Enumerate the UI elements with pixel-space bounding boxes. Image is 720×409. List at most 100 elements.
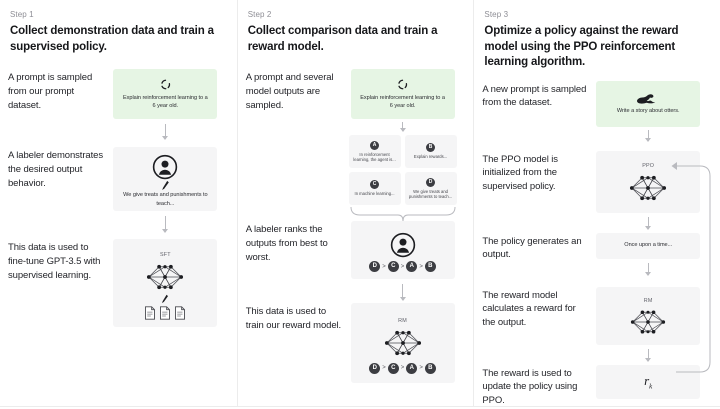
neural-network-icon: [627, 306, 669, 338]
ppo-model-box: PPO: [596, 150, 701, 213]
step-3-art-3: Once upon a time...: [586, 232, 710, 276]
step-3-row-3: The policy generates an output. Once upo…: [482, 232, 710, 287]
document-icon: [159, 305, 171, 320]
output-badge-c: C: [370, 180, 380, 190]
step-2-column: Step 2 Collect comparison data and train…: [236, 0, 474, 407]
rank-badge-3: A: [406, 261, 418, 273]
ranking-row-labeler: D > C > A > B: [369, 261, 436, 273]
output-text-a: In reinforcement learning, the agent is.…: [353, 151, 396, 163]
arrow-down-6: [645, 216, 652, 230]
step-1-row-3: This data is used to fine-tune GPT-3.5 w…: [8, 239, 227, 334]
step-2-art-1: Explain reinforcement learning to a 6 ye…: [342, 69, 464, 234]
arrow-down-2: [162, 216, 169, 234]
neural-network-icon: [381, 326, 425, 360]
ranking-row-rm: D > C > A > B: [369, 362, 436, 374]
step-3-rows: A new prompt is sampled from the dataset…: [482, 80, 710, 409]
rm-model-label: RM: [643, 297, 653, 304]
rank-badge-2: C: [387, 362, 399, 374]
step-1-art-1: Explain reinforcement learning to a 6 ye…: [104, 69, 227, 141]
prompt-text-step3: Write a story about otters.: [616, 108, 680, 115]
rank-badge-1: D: [369, 261, 381, 273]
otter-icon: [635, 91, 661, 105]
arrow-down-3: [399, 122, 406, 133]
rank-separator: >: [419, 263, 423, 270]
output-text-d: We give treats and punishments to teach.…: [408, 188, 453, 200]
rank-badge-1: D: [369, 362, 381, 374]
step-2-art-3: RM: [342, 303, 464, 384]
prompt-text-step2: Explain reinforcement learning to a 6 ye…: [360, 94, 445, 110]
prompt-box-step1: Explain reinforcement learning to a 6 ye…: [113, 69, 218, 120]
person-icon: [390, 232, 416, 258]
prompt-text-step1: Explain reinforcement learning to a 6 ye…: [122, 94, 208, 110]
labeler-rank-box: D > C > A > B: [350, 221, 455, 280]
step-1-row-2: A labeler demonstrates the desired outpu…: [8, 147, 227, 239]
output-text-b: Explain rewards...: [413, 154, 448, 160]
step-3-art-4: RM: [586, 286, 710, 362]
step-1-caption-2: A labeler demonstrates the desired outpu…: [8, 150, 103, 189]
step-1-title: Collect demonstration data and train a s…: [10, 25, 214, 53]
step-2-caption-2: A labeler ranks the outputs from best to…: [245, 224, 328, 263]
step-1-caption-1: A prompt is sampled from our prompt data…: [8, 72, 93, 111]
arrow-down-8: [645, 348, 652, 362]
step-3-title: Optimize a policy against the reward mod…: [484, 25, 679, 69]
output-text-c: In machine learning...: [354, 191, 395, 197]
step-1-art-3: SFT: [104, 239, 227, 328]
step-3-caption-3: The policy generates an output.: [482, 235, 582, 261]
labeler-box-step1: We give treats and punishments to teach.…: [113, 147, 218, 212]
pencil-icon: [161, 294, 169, 304]
rank-separator: >: [419, 365, 423, 372]
step-3-column: Step 3 Optimize a policy against the rew…: [473, 0, 720, 407]
labeler-text-step1: We give treats and punishments to teach.…: [123, 192, 208, 207]
step-3-caption-5: The reward is used to update the policy …: [482, 367, 578, 407]
step-1-caption-3: This data is used to fine-tune GPT-3.5 w…: [8, 242, 101, 281]
recycle-icon: [396, 78, 409, 91]
rank-badge-4: B: [424, 362, 436, 374]
step-3-art-5: rk: [586, 364, 710, 399]
step-1-rows: A prompt is sampled from our prompt data…: [8, 69, 227, 334]
model-output-a: A In reinforcement learning, the agent i…: [348, 135, 401, 169]
rank-separator: >: [400, 263, 405, 270]
step-1-label: Step 1: [10, 10, 34, 19]
prompt-box-step2: Explain reinforcement learning to a 6 ye…: [350, 69, 455, 120]
prompt-box-step3: Write a story about otters.: [596, 80, 701, 127]
output-badge-d: D: [426, 177, 436, 187]
sft-model-box: SFT: [113, 239, 218, 328]
step-2-row-2: A labeler ranks the outputs from best to…: [246, 221, 464, 303]
step-3-label: Step 3: [484, 10, 509, 19]
output-badge-a: A: [370, 140, 380, 150]
model-outputs-grid: A In reinforcement learning, the agent i…: [348, 135, 457, 206]
step-2-rows: A prompt and several model outputs are s…: [246, 69, 464, 393]
rm-model-box-step2: RM: [350, 303, 455, 384]
step-2-row-3: This data is used to train our reward mo…: [246, 303, 464, 393]
step-2-title: Collect comparison data and train a rewa…: [247, 25, 438, 53]
pencil-icon: [161, 180, 170, 191]
rank-separator: >: [400, 365, 405, 372]
step-3-row-4: The reward model calculates a reward for…: [482, 286, 710, 365]
document-icons: [144, 305, 186, 320]
arrow-down-7: [645, 262, 652, 276]
rank-badge-4: B: [424, 261, 436, 273]
step-2-caption-1: A prompt and several model outputs are s…: [245, 72, 334, 111]
recycle-icon: [159, 78, 172, 91]
step-2-label: Step 2: [247, 10, 272, 19]
ppo-model-label: PPO: [642, 162, 655, 169]
model-output-d: D We give treats and punishments to teac…: [404, 172, 457, 206]
rm-model-label: RM: [398, 317, 407, 324]
step-3-art-2: PPO: [586, 150, 710, 230]
neural-network-icon: [143, 260, 187, 294]
arrow-down-1: [162, 124, 169, 141]
person-icon: [152, 154, 178, 180]
reward-symbol: rk: [644, 373, 652, 391]
output-badge-b: B: [426, 143, 436, 153]
step-3-art-1: Write a story about otters.: [586, 80, 710, 142]
rank-separator: >: [382, 365, 386, 372]
step-2-caption-3: This data is used to train our reward mo…: [245, 306, 342, 331]
step-1-column: Step 1 Collect demonstration data and tr…: [0, 0, 237, 407]
step-3-row-2: The PPO model is initialized from the su…: [482, 150, 710, 233]
rank-badge-3: A: [406, 362, 418, 374]
reward-symbol-subscript: k: [649, 382, 653, 391]
sft-model-label: SFT: [159, 251, 171, 258]
model-output-c: C In machine learning...: [348, 172, 401, 206]
rm-model-box-step3: RM: [596, 286, 701, 345]
